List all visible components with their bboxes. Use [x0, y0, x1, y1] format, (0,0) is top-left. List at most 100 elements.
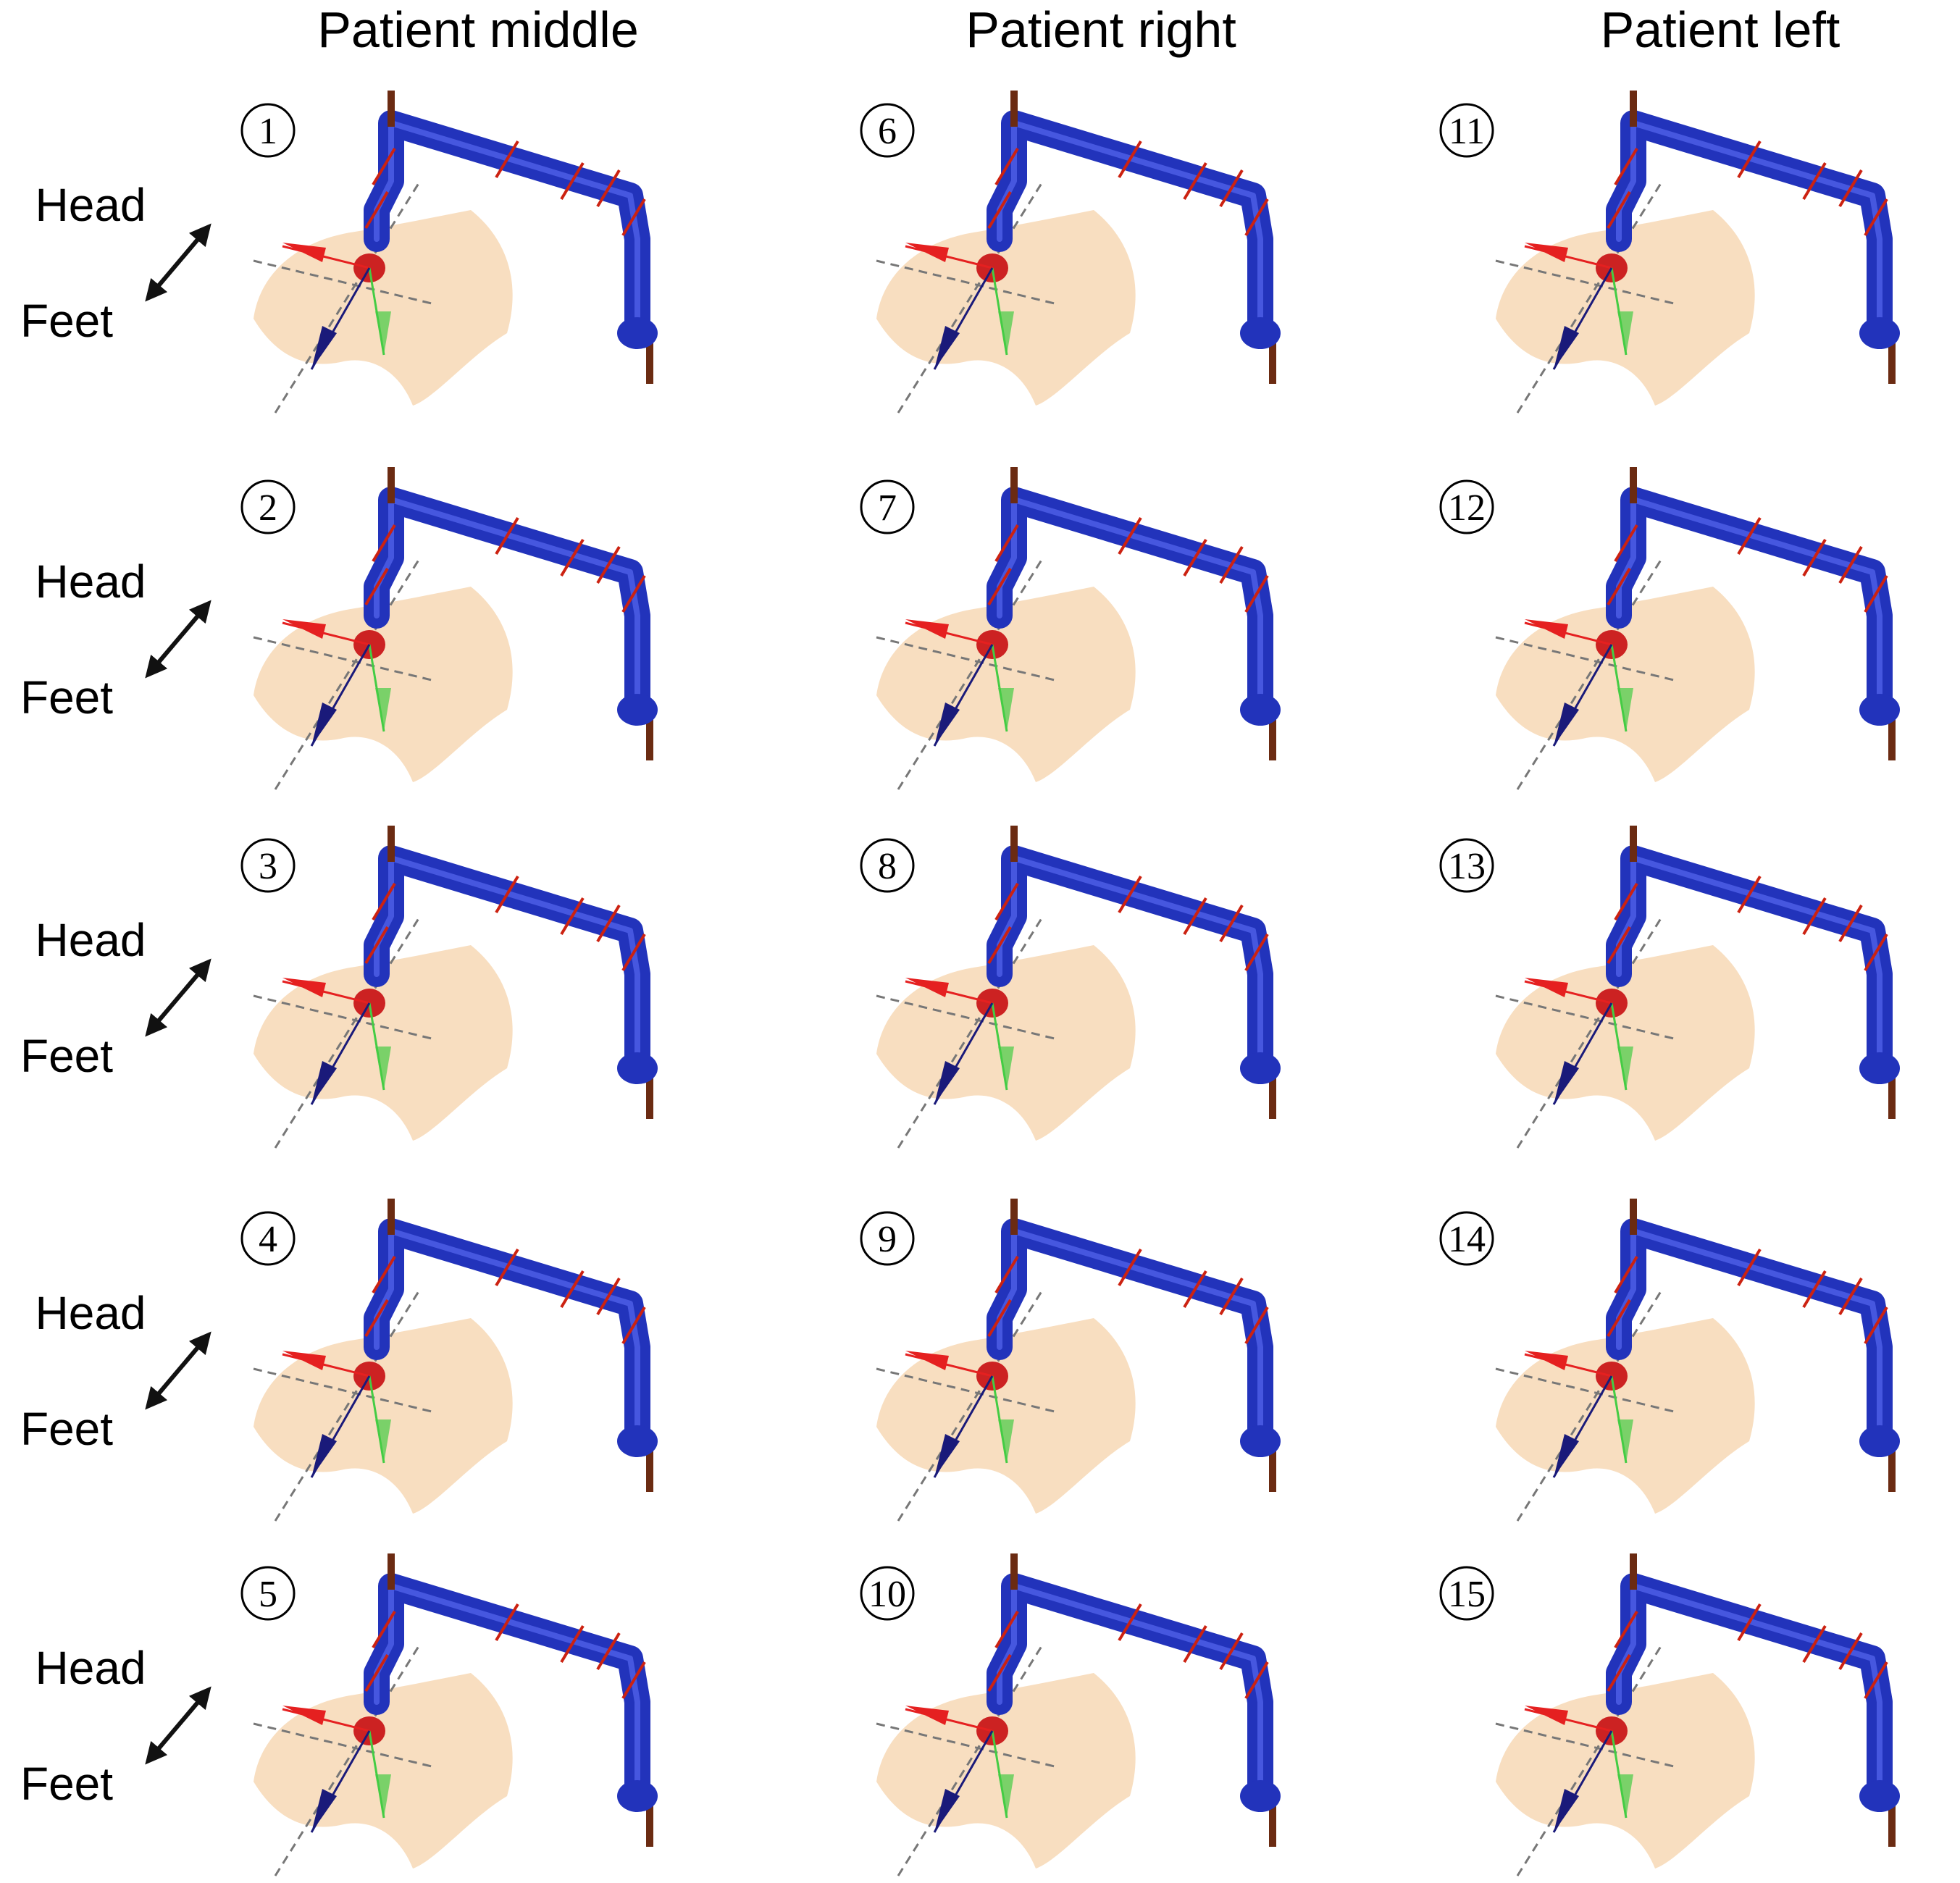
- base-post: [1269, 1789, 1276, 1847]
- guide-line: [274, 557, 422, 790]
- robot-base: [1240, 1425, 1281, 1457]
- top-post: [388, 467, 395, 503]
- coordinate-axes-icon: [1524, 978, 1633, 1105]
- pose-panel: 5: [240, 1553, 658, 1876]
- joint-mark: [621, 1661, 646, 1700]
- panel-number-badge: 3: [240, 838, 296, 893]
- head-label: Head: [35, 1642, 146, 1694]
- joint-mark: [621, 1306, 646, 1345]
- head-label: Head: [35, 179, 146, 231]
- joint-mark: [1219, 1632, 1244, 1671]
- guide-line: [253, 1367, 435, 1414]
- panel-number: 4: [259, 1219, 277, 1260]
- panel-number-badge: 5: [240, 1566, 296, 1621]
- double-headed-arrow-icon: [145, 600, 212, 679]
- robot-base: [617, 694, 658, 726]
- joint-mark: [621, 198, 646, 237]
- pose-panel: 1: [240, 91, 658, 414]
- joint-mark: [560, 538, 585, 577]
- guide-line: [253, 994, 435, 1041]
- guide-line: [1516, 1288, 1664, 1522]
- joint-mark: [1614, 1255, 1638, 1294]
- guide-line: [897, 1288, 1044, 1522]
- joint-mark: [1219, 1277, 1244, 1316]
- guide-line: [1495, 1367, 1678, 1414]
- joint-mark: [1244, 933, 1269, 972]
- joint-mark: [1244, 1661, 1269, 1700]
- joint-mark: [1244, 574, 1269, 613]
- guide-line: [876, 1367, 1058, 1414]
- guide-line: [1495, 259, 1678, 306]
- number-circle-icon: [860, 838, 915, 893]
- joint-mark: [1864, 198, 1888, 237]
- joint-mark: [1614, 882, 1638, 921]
- base-post: [1888, 1434, 1896, 1492]
- column-title-patient-left: Patient left: [1601, 1, 1840, 58]
- panel-number: 9: [878, 1219, 897, 1260]
- double-headed-arrow-icon: [145, 223, 212, 302]
- pose-panel: 9: [860, 1199, 1281, 1522]
- head-label: Head: [35, 914, 146, 966]
- feet-label: Feet: [20, 671, 113, 724]
- guide-line: [1516, 1643, 1664, 1876]
- joint-mark: [1838, 1632, 1863, 1671]
- panel-number-badge: 12: [1439, 479, 1494, 534]
- double-headed-arrow-icon: [145, 958, 212, 1037]
- guide-line: [897, 180, 1044, 414]
- guide-line: [253, 1722, 435, 1769]
- top-post: [1010, 826, 1018, 862]
- joint-mark: [372, 1610, 396, 1649]
- joint-mark: [1614, 147, 1638, 186]
- panel-number-badge: 13: [1439, 838, 1494, 893]
- base-post: [1269, 1061, 1276, 1119]
- head-label: Head: [35, 1287, 146, 1339]
- robot-base: [1859, 1780, 1900, 1812]
- joint-mark: [987, 190, 1012, 230]
- joint-mark: [1614, 1610, 1638, 1649]
- coordinate-axes-icon: [1524, 619, 1633, 747]
- joint-mark: [596, 169, 621, 208]
- panel-number: 1: [259, 111, 277, 152]
- joint-mark: [1802, 1624, 1827, 1664]
- base-post: [646, 326, 653, 384]
- panel-number: 8: [878, 846, 897, 887]
- base-post: [1269, 703, 1276, 760]
- joint-mark: [560, 162, 585, 201]
- joint-mark: [994, 882, 1019, 921]
- panel-number: 12: [1448, 487, 1486, 529]
- top-post: [1630, 1553, 1637, 1590]
- robot-base: [617, 1052, 658, 1084]
- top-post: [388, 826, 395, 862]
- top-post: [1010, 91, 1018, 127]
- top-post: [1010, 467, 1018, 503]
- top-post: [1630, 467, 1637, 503]
- joint-mark: [1183, 538, 1207, 577]
- joint-mark: [1118, 516, 1142, 555]
- joint-mark: [987, 926, 1012, 965]
- joint-mark: [1802, 162, 1827, 201]
- guide-line: [876, 636, 1058, 682]
- joint-mark: [495, 1248, 519, 1287]
- joint-mark: [994, 1610, 1019, 1649]
- joint-mark: [1607, 1653, 1631, 1693]
- feet-label: Feet: [20, 1758, 113, 1810]
- number-circle-icon: [1439, 838, 1494, 893]
- joint-mark: [596, 1277, 621, 1316]
- panel-number-badge: 11: [1439, 103, 1494, 158]
- joint-mark: [1607, 1299, 1631, 1338]
- guide-line: [274, 1288, 422, 1522]
- panel-number: 6: [878, 111, 897, 152]
- pose-panel: 2: [240, 467, 658, 790]
- robot-base: [1240, 317, 1281, 349]
- joint-mark: [364, 190, 389, 230]
- joint-mark: [560, 897, 585, 936]
- panel-number: 13: [1448, 846, 1486, 887]
- joint-mark: [372, 882, 396, 921]
- joint-mark: [1183, 897, 1207, 936]
- coordinate-axes-icon: [905, 243, 1014, 370]
- joint-mark: [1614, 524, 1638, 563]
- top-post: [1630, 1199, 1637, 1235]
- robot-base: [1240, 1052, 1281, 1084]
- pose-panel: 4: [240, 1199, 658, 1522]
